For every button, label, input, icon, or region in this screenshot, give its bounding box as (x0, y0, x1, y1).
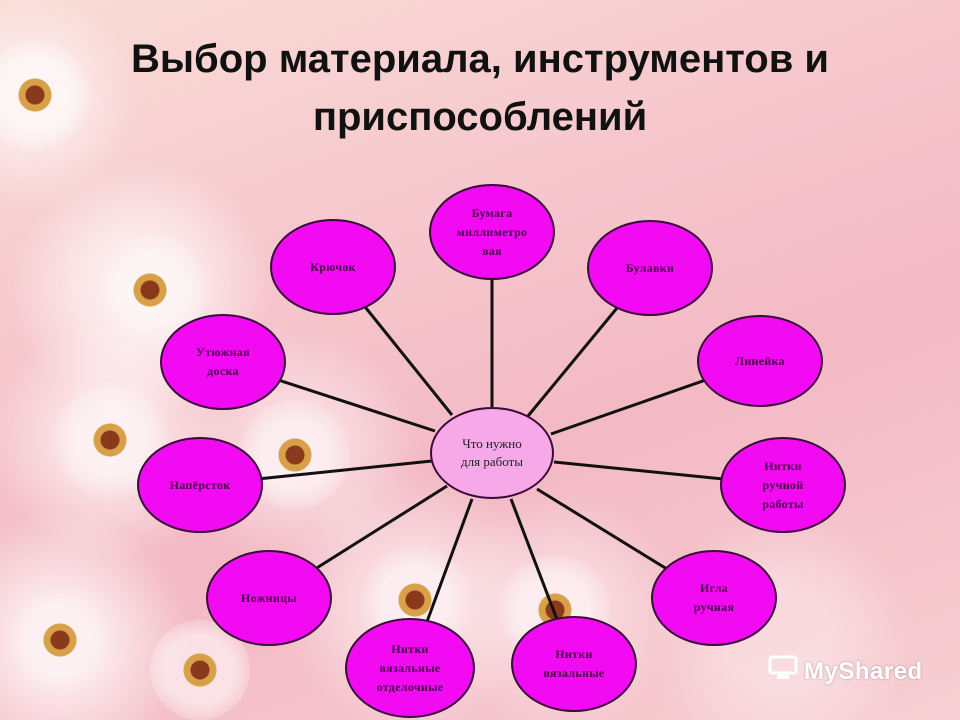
node-pins: Булавки (587, 220, 713, 316)
node-thimble: Напёрсток (137, 437, 263, 533)
center-node: Что нужно для работы (430, 407, 554, 499)
watermark-text: MyShared (804, 657, 923, 685)
node-paper: Бумага миллиметро вая (429, 184, 555, 280)
projector-icon (768, 655, 798, 688)
node-knit-finish-threads: Нитки вязальные отделочные (345, 618, 475, 718)
node-hand-needle: Игла ручная (651, 550, 777, 646)
node-scissors: Ножницы (206, 550, 332, 646)
node-hand-threads: Нитки ручной работы (720, 437, 846, 533)
node-knit-threads: Нитки вязальные (511, 616, 637, 712)
page-title: Выбор материала, инструментов и приспосо… (0, 30, 960, 146)
title-line-1: Выбор материала, инструментов и (130, 37, 830, 81)
watermark-logo: MyShared (768, 655, 923, 688)
node-hook: Крючок (270, 219, 396, 315)
node-ruler: Линейка (697, 315, 823, 407)
node-ironing-board: Утюжная доска (160, 314, 286, 410)
title-line-2: приспособлений (312, 95, 648, 139)
